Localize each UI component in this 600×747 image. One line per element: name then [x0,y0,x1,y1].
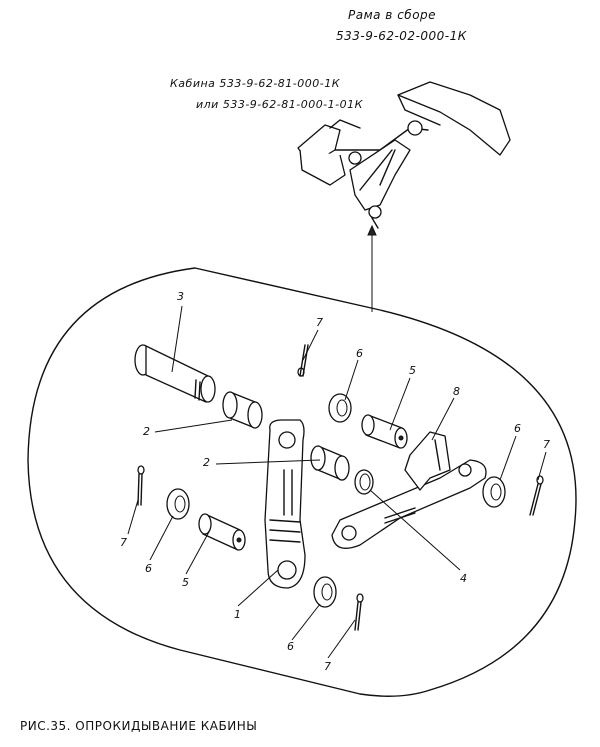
callout-6-bottom: 6 [287,640,294,653]
part-7-cotter-bottom [354,593,364,631]
frame-title-label: Рама в сборе [348,8,437,22]
part-5-pin-bottom [198,513,246,551]
frame-code-label: 533-9-62-02-000-1К [336,29,467,43]
callout-6-left: 6 [145,562,152,575]
callout-7-bottom: 7 [324,660,331,673]
part-7-cotter-right [529,475,544,516]
part-2-bushing-upper [222,391,263,429]
part-1-link [264,419,306,589]
callout-leader-lines [127,305,547,659]
part-6-washer-left [166,488,190,520]
part-6-washer-top [328,393,352,423]
cab-code-label-line1: Кабина 533-9-62-81-000-1К [170,77,341,90]
part-4-retaining-ring [354,469,374,495]
callout-6-top: 6 [356,347,363,360]
part-2-bushing-lower [310,445,350,481]
callout-8: 8 [453,385,460,398]
callout-5-top: 5 [409,364,416,377]
callout-7-left: 7 [120,536,127,549]
part-8-bracket [331,431,487,549]
callout-1: 1 [234,608,241,621]
part-7-cotter-top [297,344,309,377]
part-5-pin-top [361,414,408,449]
callout-5-bottom: 5 [182,576,189,589]
callout-7-top: 7 [316,316,323,329]
part-7-cotter-left [137,465,145,506]
part-3-pin [134,344,216,403]
detail-pointer-arrowhead [367,224,377,236]
callout-7-right: 7 [543,438,550,451]
callout-2-upper: 2 [143,425,150,438]
callout-2-lower: 2 [203,456,210,469]
detail-outline-oval [27,267,577,697]
figure-caption: РИС.35. ОПРОКИДЫВАНИЕ КАБИНЫ [20,719,258,733]
cab-frame-assembly-sketch [297,81,511,229]
part-6-washer-bottom [313,576,337,608]
part-6-washer-right [482,476,506,508]
callout-4: 4 [460,572,467,585]
callout-3: 3 [177,290,184,303]
callout-6-right: 6 [514,422,521,435]
cab-code-label-line2: или 533-9-62-81-000-1-01К [196,98,363,111]
